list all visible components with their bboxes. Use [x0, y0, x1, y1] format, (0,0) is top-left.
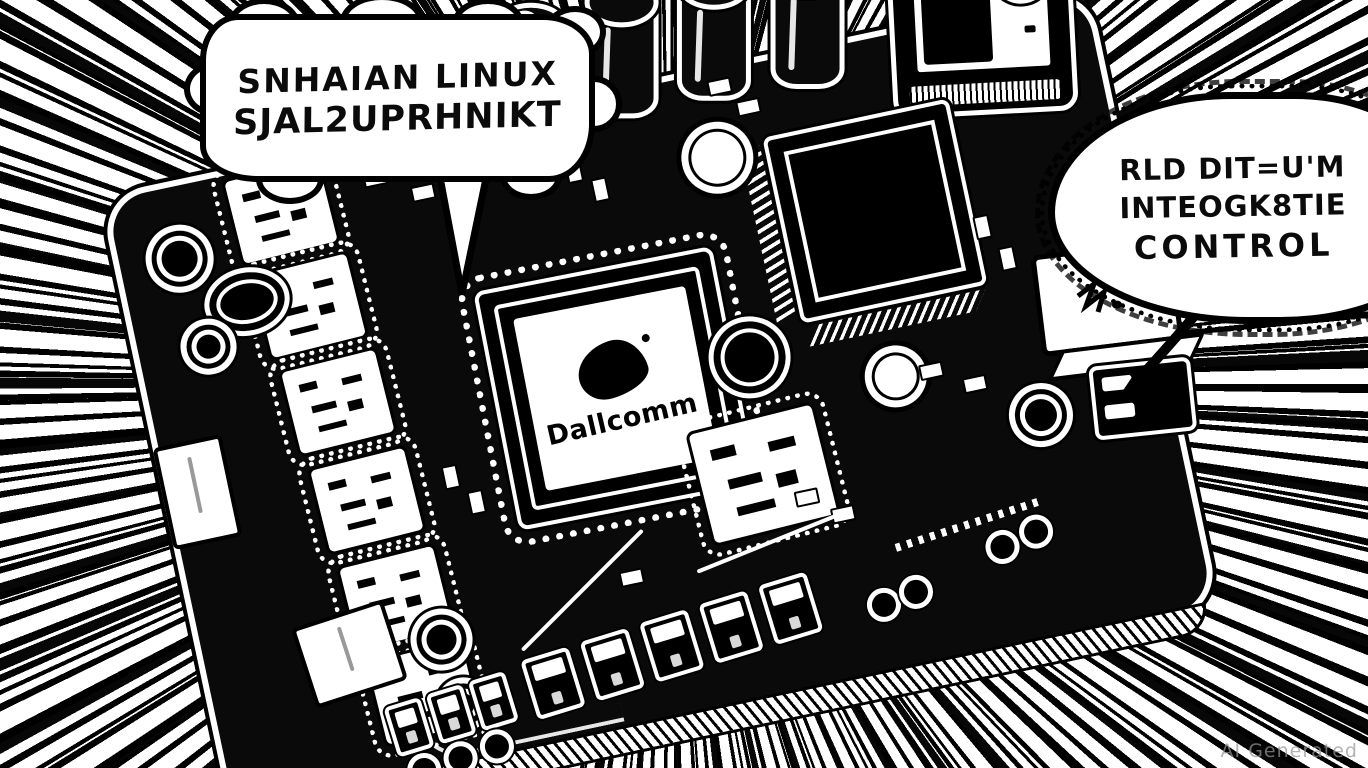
solder-pad	[1015, 511, 1057, 552]
chip-markings	[695, 411, 831, 537]
bubble-body	[1040, 84, 1368, 332]
chip-markings	[288, 356, 388, 448]
speech-bubble-right: RLD DIT=U'M INTEOGK8TIE CONTROL	[1035, 79, 1368, 337]
bubble-right-line-2: INTEOGK8TIE	[1119, 187, 1347, 226]
bubble-tail	[435, 162, 493, 295]
pin-header	[698, 590, 765, 665]
solder-pad	[982, 526, 1023, 568]
mounting-hole	[139, 218, 220, 300]
pin-header	[757, 571, 824, 646]
solder-pad	[895, 571, 937, 613]
smd-component	[618, 567, 646, 589]
bubble-right-line-3: CONTROL	[1133, 225, 1334, 267]
capacitor-stripe	[788, 0, 797, 71]
smd-component	[466, 488, 488, 516]
connector-pin-dot	[1024, 24, 1036, 33]
capacitor-highlight	[596, 0, 632, 13]
capacitor-icon	[770, 0, 845, 90]
speech-bubble-left: SNHAIAN LINUX SJAL2UPRHNIKT	[184, 0, 622, 295]
bubble-body	[200, 14, 595, 182]
capacitor-top	[676, 0, 751, 10]
connector-face	[907, 0, 1056, 78]
bubble-right-line-1: RLD DIT=U'M	[1118, 149, 1346, 188]
connector-window	[919, 0, 994, 65]
chip-markings	[317, 454, 417, 546]
capacitor-stripe	[694, 9, 704, 82]
connector-line	[186, 456, 203, 514]
bubble-text: RLD DIT=U'M INTEOGK8TIE CONTROL	[1046, 89, 1368, 328]
smd-component	[735, 96, 762, 118]
ic-chip	[293, 430, 441, 570]
smd-component	[440, 463, 462, 491]
bubble-text: SNHAIAN LINUX SJAL2UPRHNIKT	[199, 9, 595, 187]
bubble-left-line-1: SNHAIAN LINUX	[237, 53, 559, 101]
smd-component	[917, 360, 945, 382]
pin-header	[638, 608, 705, 683]
connector-line	[336, 626, 355, 672]
dallcomm-logo-icon	[570, 332, 654, 407]
smd-component	[997, 245, 1018, 272]
ic-chip	[264, 332, 412, 472]
bubble-left-line-2: SJAL2UPRHNIKT	[232, 94, 562, 143]
cpu-brand-label: Dallcomm	[543, 387, 701, 453]
cpu-label-plate: Dallcomm	[513, 285, 719, 492]
smd-component	[409, 182, 437, 203]
soc-chip	[762, 98, 988, 324]
smd-component	[961, 373, 989, 395]
ai-generated-watermark: AI Generated	[1220, 740, 1358, 762]
